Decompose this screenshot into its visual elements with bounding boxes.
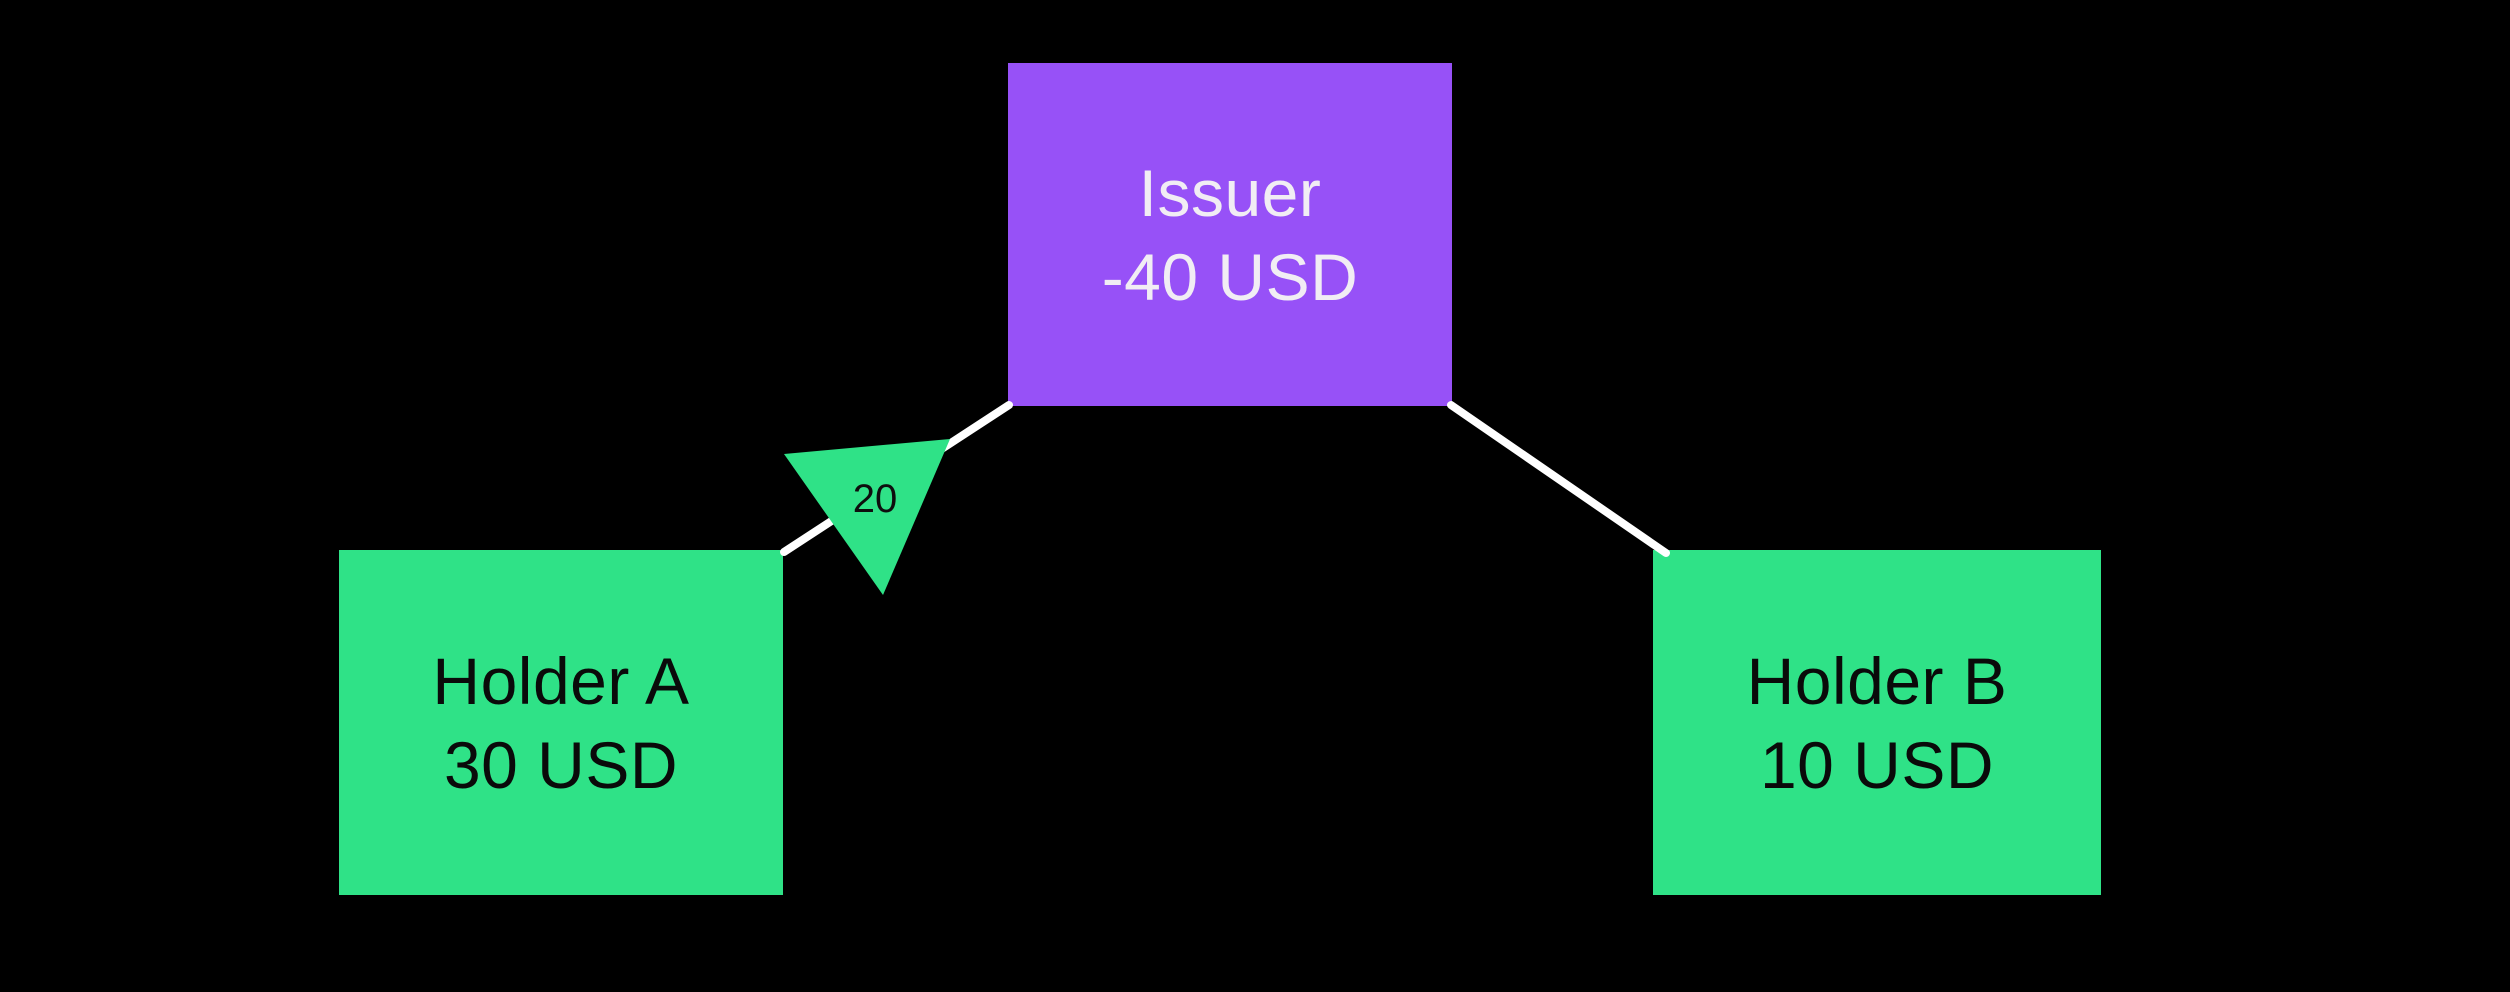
transfer-amount-label: 20 [853, 477, 898, 521]
node-issuer: Issuer -40 USD [1008, 63, 1452, 406]
node-issuer-label: Issuer [1138, 155, 1322, 230]
node-holder-b-label: Holder B [1746, 643, 2008, 718]
node-issuer-value: -40 USD [1101, 239, 1359, 314]
node-holder-a: Holder A 30 USD [339, 550, 783, 895]
edge-issuer-holder-b [1447, 401, 1670, 557]
node-holder-b-value: 10 USD [1759, 727, 1995, 802]
node-holder-a-value: 30 USD [443, 727, 679, 802]
node-holder-a-label: Holder A [432, 643, 690, 718]
node-holder-b: Holder B 10 USD [1653, 550, 2101, 895]
edge-issuer-holder-a [780, 401, 1013, 556]
transfer-triangle-icon [784, 439, 950, 595]
